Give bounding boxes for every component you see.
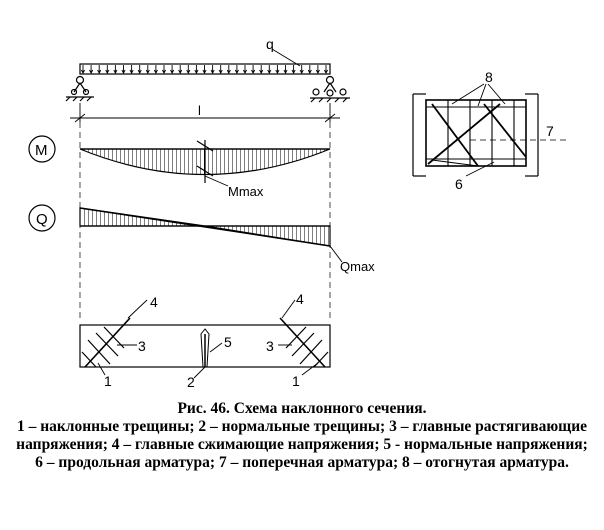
- load-arrow-head: [307, 69, 312, 74]
- label-3-left: 3: [138, 338, 146, 354]
- load-arrow-head: [170, 69, 175, 74]
- span-dimension: [70, 103, 340, 123]
- load-arrow-head: [186, 69, 191, 74]
- load-arrow-head: [202, 69, 207, 74]
- load-arrow-head: [81, 69, 85, 74]
- moment-label: M: [35, 142, 48, 159]
- cracked-beam: [79, 299, 331, 379]
- crack-right-4: [279, 317, 326, 368]
- label-1-right: 1: [292, 373, 300, 389]
- load-arrow-head: [89, 69, 94, 74]
- load-label: q: [266, 36, 274, 52]
- guide-lines: [79, 122, 331, 318]
- label-8: 8: [485, 69, 493, 85]
- distributed-load-arrows: [81, 65, 328, 74]
- reinforcement-detail: [412, 83, 568, 177]
- beam-diagram: q l M Mmax Q Qmax: [28, 36, 568, 390]
- beam-top: [79, 63, 331, 75]
- load-arrow-head: [162, 69, 166, 74]
- load-arrow-head: [299, 69, 304, 74]
- moment-diagram: [28, 135, 331, 187]
- label-5: 5: [224, 334, 232, 350]
- load-arrow-head: [129, 69, 134, 74]
- load-arrow-head: [243, 69, 247, 74]
- label-3-right: 3: [266, 338, 274, 354]
- load-arrow-head: [275, 69, 280, 74]
- load-arrow-head: [315, 69, 320, 74]
- caption-title: Рис. 46. Схема наклонного сечения.: [177, 400, 427, 417]
- mmax-label: Mmax: [228, 184, 264, 199]
- label-4-left: 4: [150, 294, 158, 310]
- load-arrow-head: [153, 69, 158, 74]
- load-arrow-head: [267, 69, 272, 74]
- load-arrow-head: [210, 69, 215, 74]
- load-arrow-head: [137, 69, 142, 74]
- load-arrow-head: [251, 69, 256, 74]
- span-label: l: [198, 103, 201, 118]
- load-arrow-head: [259, 69, 264, 74]
- figure-caption: Рис. 46. Схема наклонного сечения. 1 – н…: [0, 400, 604, 472]
- right-support: [310, 75, 350, 103]
- load-arrow-head: [291, 69, 296, 74]
- load-label-leader: [271, 48, 301, 67]
- load-arrow-head: [97, 69, 102, 74]
- shear-label: Q: [36, 211, 48, 228]
- shear-diagram: [28, 204, 343, 263]
- load-arrow-head: [178, 69, 183, 74]
- load-arrow-head: [324, 69, 328, 74]
- load-arrow-head: [194, 69, 199, 74]
- label-4-right: 4: [296, 291, 304, 307]
- label-7: 7: [546, 123, 554, 139]
- load-arrow-head: [105, 69, 110, 74]
- load-arrow-head: [121, 69, 126, 74]
- caption-legend: 1 – наклонные трещины; 2 – нормальные тр…: [16, 418, 588, 471]
- load-arrow-head: [283, 69, 288, 74]
- left-support: [65, 75, 94, 102]
- label-6: 6: [455, 176, 463, 192]
- load-arrow-head: [234, 69, 239, 74]
- load-arrow-head: [226, 69, 231, 74]
- loaded-beam: [65, 48, 350, 123]
- load-arrow-head: [145, 69, 150, 74]
- crack-left-4: [84, 317, 131, 368]
- qmax-label: Qmax: [340, 259, 375, 274]
- label-2: 2: [187, 374, 195, 390]
- label-1-left: 1: [104, 373, 112, 389]
- load-arrow-head: [218, 69, 223, 74]
- load-arrow-head: [113, 69, 118, 74]
